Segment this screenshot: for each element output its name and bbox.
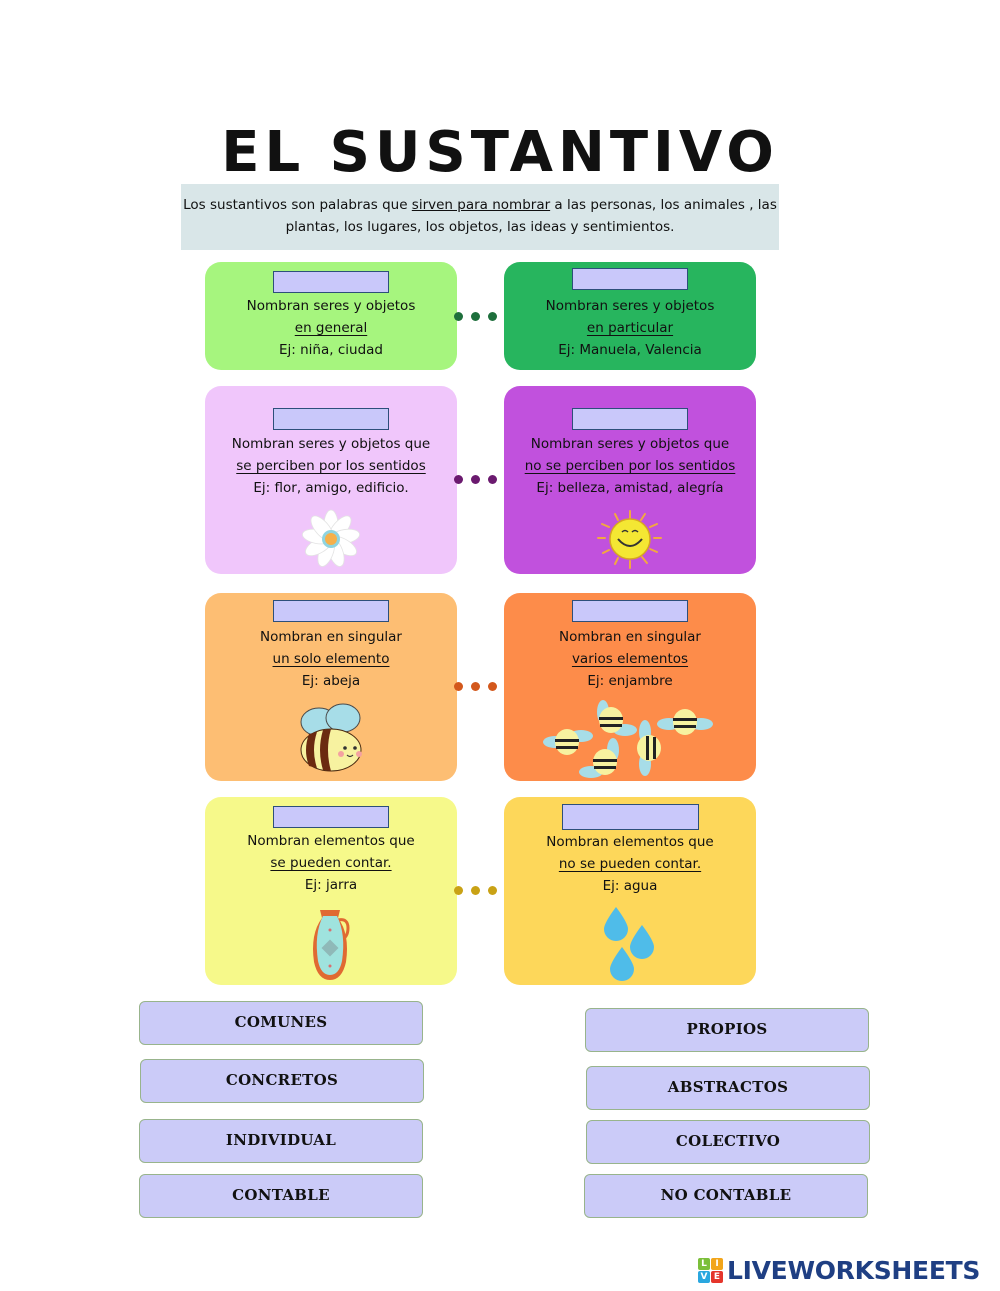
card-comunes: Nombran seres y objetos en general Ej: n… <box>205 262 457 370</box>
logo-letter: L <box>698 1257 710 1270</box>
smiling-sun-icon <box>597 510 662 569</box>
card-abstractos: Nombran seres y objetos que no se percib… <box>504 386 756 574</box>
card-example: Ej: jarra <box>304 877 358 893</box>
card-example: Ej: belleza, amistad, alegría <box>536 480 724 496</box>
card-contable: Nombran elementos que se pueden contar. … <box>205 797 457 985</box>
water-drops-icon <box>604 907 654 981</box>
card-individual: Nombran en singular un solo elemento Ej:… <box>205 593 457 781</box>
drag-tile-no-contable[interactable]: NO CONTABLE <box>584 1174 868 1218</box>
card-example: Ej: abeja <box>301 673 361 689</box>
card-example: Ej: niña, ciudad <box>279 342 383 358</box>
intro-text-underlined: sirven para nombrar <box>411 197 551 213</box>
answer-box-3-right[interactable] <box>572 600 688 622</box>
card-example: Ej: flor, amigo, edificio. <box>253 480 409 496</box>
intro-definition: Los sustantivos son palabras que sirven … <box>181 184 779 250</box>
bee-icon <box>300 703 362 772</box>
logo-text: LIVEWORKSHEETS <box>727 1255 981 1285</box>
answer-box-2-left[interactable] <box>273 408 389 430</box>
logo-letter: I <box>711 1257 723 1270</box>
card-line-2-underlined: no se perciben por los sentidos <box>524 458 736 474</box>
card-colectivo: Nombran en singular varios elementos Ej:… <box>504 593 756 781</box>
card-line-1: Nombran seres y objetos <box>246 298 416 314</box>
card-line-2-underlined: se perciben por los sentidos <box>236 458 426 474</box>
intro-text-before: Los sustantivos son palabras que <box>183 197 412 213</box>
card-no-contable: Nombran elementos que no se pueden conta… <box>504 797 756 985</box>
answer-box-4-left[interactable] <box>273 806 389 828</box>
card-line-2-underlined: no se pueden contar. <box>558 856 702 872</box>
card-line-1: Nombran seres y objetos <box>545 298 715 314</box>
card-line-1: Nombran elementos que <box>247 833 415 849</box>
drag-tile-colectivo[interactable]: COLECTIVO <box>586 1120 870 1164</box>
card-example: Ej: enjambre <box>587 673 673 689</box>
card-concretos: Nombran seres y objetos que se perciben … <box>205 386 457 574</box>
answer-box-1-right[interactable] <box>572 268 688 290</box>
answer-box-1-left[interactable] <box>273 271 389 293</box>
drag-tile-concretos[interactable]: CONCRETOS <box>140 1059 424 1103</box>
bee-swarm-icon <box>543 700 713 778</box>
card-example: Ej: Manuela, Valencia <box>558 342 702 358</box>
intro-text-after: a las personas, los animales , las plant… <box>285 197 777 235</box>
answer-box-2-right[interactable] <box>572 408 688 430</box>
drag-tile-propios[interactable]: PROPIOS <box>585 1008 869 1052</box>
answer-box-4-right[interactable] <box>561 804 699 830</box>
card-line-2-underlined: en general <box>294 320 368 336</box>
card-line-2-underlined: un solo elemento <box>272 651 390 667</box>
card-line-2-underlined: se pueden contar. <box>270 855 392 871</box>
answer-box-3-left[interactable] <box>273 600 389 622</box>
logo-letter: E <box>711 1270 723 1283</box>
drag-tile-comunes[interactable]: COMUNES <box>139 1001 423 1045</box>
card-line-1: Nombran en singular <box>559 629 701 645</box>
card-line-1: Nombran seres y objetos que <box>231 436 431 452</box>
card-line-1: Nombran seres y objetos que <box>530 436 730 452</box>
page-title: EL SUSTANTIVO <box>221 120 779 185</box>
logo-letter: V <box>698 1270 710 1283</box>
daisy-flower-icon <box>301 509 361 567</box>
card-example: Ej: agua <box>602 878 658 894</box>
card-line-2-underlined: varios elementos <box>571 651 689 667</box>
drag-tile-abstractos[interactable]: ABSTRACTOS <box>586 1066 870 1110</box>
card-line-2-underlined: en particular <box>586 320 674 336</box>
card-line-1: Nombran elementos que <box>546 834 714 850</box>
card-propios: Nombran seres y objetos en particular Ej… <box>504 262 756 370</box>
card-line-1: Nombran en singular <box>260 629 402 645</box>
drag-tile-individual[interactable]: INDIVIDUAL <box>139 1119 423 1163</box>
jug-icon <box>313 910 350 980</box>
live-blocks-icon: L I V E <box>698 1257 723 1283</box>
liveworksheets-logo: L I V E LIVEWORKSHEETS <box>698 1255 981 1285</box>
drag-tile-contable[interactable]: CONTABLE <box>139 1174 423 1218</box>
